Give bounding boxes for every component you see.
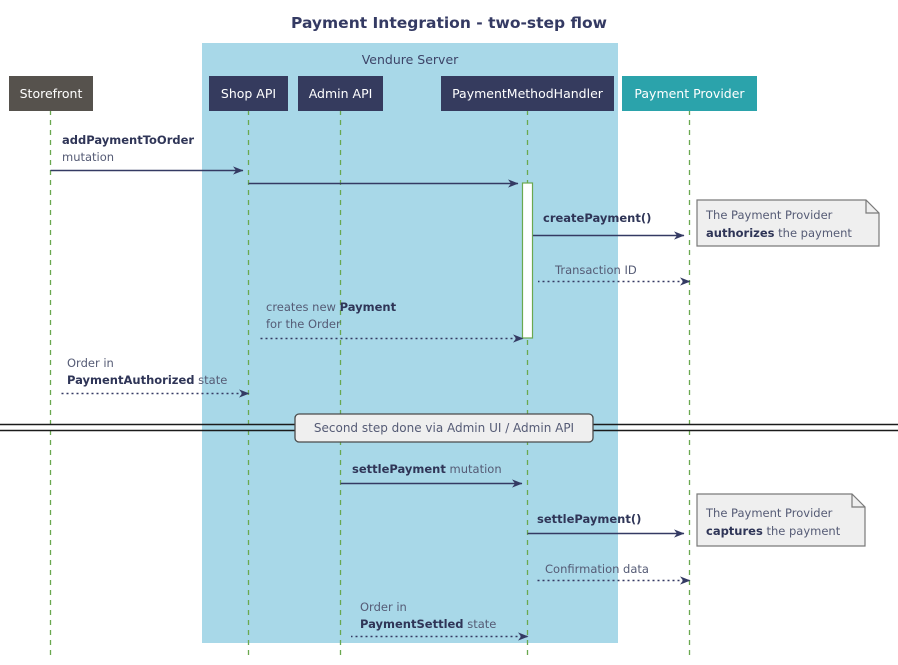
note-line2: authorizes the payment — [706, 226, 852, 240]
message-label-line2: PaymentSettled state — [360, 617, 496, 631]
message-label-line2: for the Order — [266, 317, 341, 331]
message-label-line2: mutation — [62, 150, 114, 164]
message-label-line1: addPaymentToOrder — [62, 133, 194, 147]
actor-label-shop-api: Shop API — [221, 86, 276, 101]
group-vendure-server: Vendure Server — [202, 43, 618, 643]
actor-admin-api[interactable]: Admin API — [298, 76, 383, 111]
note-authorizes: The Payment Provider authorizes the paym… — [696, 199, 880, 247]
note-captures: The Payment Provider captures the paymen… — [696, 493, 866, 547]
note-line2: captures the payment — [706, 524, 841, 538]
message-label-line1: settlePayment mutation — [352, 462, 502, 476]
actor-payment-method-handler[interactable]: PaymentMethodHandler — [441, 76, 614, 111]
message-settle-payment-mutation: settlePayment mutation — [340, 462, 523, 488]
activation-bar-payment-method-handler — [521, 182, 534, 339]
message-transaction-id: Transaction ID — [538, 263, 691, 286]
divider-label: Second step done via Admin UI / Admin AP… — [314, 421, 574, 435]
message-label-line1: Transaction ID — [554, 263, 637, 277]
message-settle-payment-call: settlePayment() — [527, 512, 685, 538]
message-label-line2: PaymentAuthorized state — [67, 373, 227, 387]
actor-storefront[interactable]: Storefront — [9, 76, 93, 111]
message-label-line1: Order in — [360, 600, 407, 614]
group-label: Vendure Server — [362, 52, 459, 67]
note-line1: The Payment Provider — [705, 208, 833, 222]
message-label-line1: createPayment() — [543, 211, 651, 225]
actor-label-storefront: Storefront — [20, 86, 83, 101]
note-line1: The Payment Provider — [705, 506, 833, 520]
message-label-line1: Confirmation data — [545, 562, 649, 576]
message-order-payment-authorized: Order in PaymentAuthorized state — [60, 356, 250, 398]
message-add-payment-to-order: addPaymentToOrder mutation — [50, 133, 244, 175]
actor-payment-provider[interactable]: Payment Provider — [622, 76, 757, 111]
message-order-payment-settled: Order in PaymentSettled state — [351, 600, 529, 641]
page-title: Payment Integration - two-step flow — [291, 14, 607, 32]
message-label-line1: creates new Payment — [266, 300, 397, 314]
divider-second-step: Second step done via Admin UI / Admin AP… — [0, 413, 898, 443]
message-label-line1: settlePayment() — [537, 512, 641, 526]
actor-shop-api[interactable]: Shop API — [209, 76, 288, 111]
actor-label-admin-api: Admin API — [309, 86, 373, 101]
message-confirmation-data: Confirmation data — [537, 562, 691, 585]
message-creates-new-payment: creates new Payment for the Order — [258, 300, 524, 343]
message-label-line1: Order in — [67, 356, 114, 370]
actor-label-payment-provider: Payment Provider — [634, 86, 745, 101]
message-create-payment: createPayment() — [533, 211, 685, 240]
actor-label-payment-method-handler: PaymentMethodHandler — [452, 86, 604, 101]
